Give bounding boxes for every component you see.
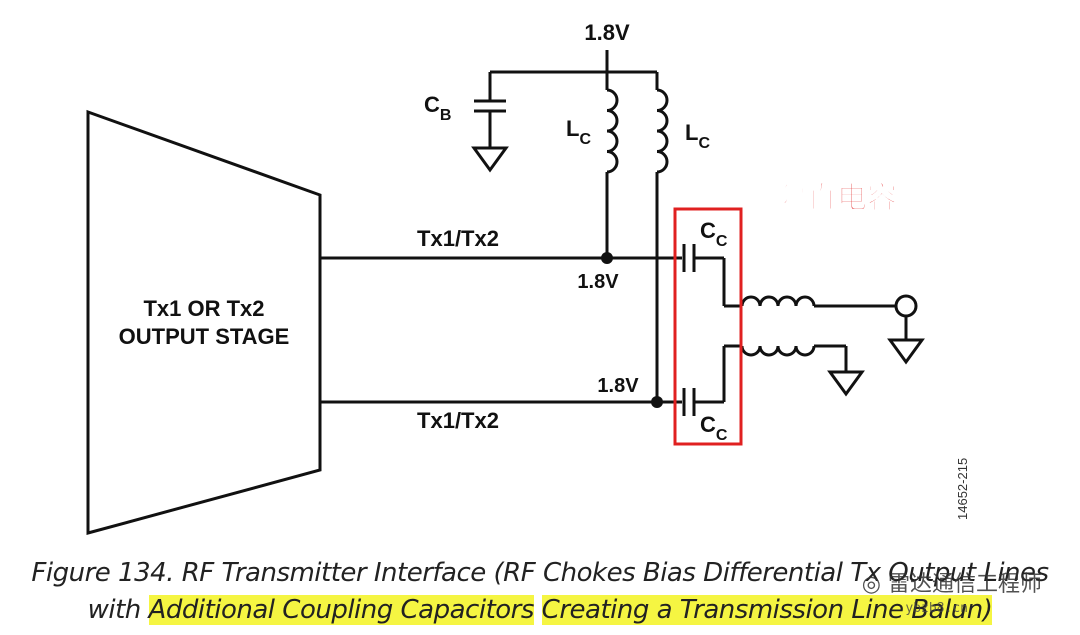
annotation-box — [673, 207, 743, 446]
annotation-dc-blocking-cap: 隔直电容 — [777, 181, 897, 216]
supply-voltage-label: 1.8V — [584, 20, 630, 45]
watermark-url: ybzb8.cn — [905, 601, 968, 616]
cc-top-label: CC — [700, 218, 728, 250]
cc-bottom-label: CC — [700, 412, 728, 444]
figure-id: 14652-215 — [955, 458, 970, 520]
caption-highlight-2: Creating a Transmission Line Balun) — [541, 595, 993, 625]
lc-left-label: LC — [566, 116, 591, 148]
junction-top — [601, 252, 613, 264]
balun-winding-bottom — [740, 345, 816, 357]
ground-connector-icon — [887, 338, 925, 365]
node-voltage-top: 1.8V — [577, 271, 619, 293]
cb-label: CB — [424, 92, 451, 124]
node-voltage-bottom: 1.8V — [597, 375, 639, 397]
ground-cb-icon — [471, 146, 509, 173]
wechat-icon: ◎ — [861, 572, 881, 597]
tx-top-label: Tx1/Tx2 — [417, 226, 499, 251]
ground-balun-icon — [827, 370, 865, 397]
watermark: ◎ 雷达通信工程师 — [861, 572, 1042, 597]
balun-winding-top — [740, 295, 816, 307]
caption-highlight-1: Additional Coupling Capacitors — [148, 595, 534, 625]
rf-transmitter-schematic: 1.8V CB LC LC CC CC Tx1/Tx2 Tx1/Tx2 1.8V… — [86, 20, 970, 535]
lc-inductor-right — [656, 88, 669, 174]
junction-bottom — [651, 396, 663, 408]
caption-line1: Figure 134. RF Transmitter Interface (RF… — [31, 558, 1049, 588]
lc-inductor-left — [606, 88, 619, 174]
output-stage-block — [86, 109, 322, 535]
stage-label-line2: OUTPUT STAGE — [119, 324, 290, 349]
lc-right-label: LC — [685, 120, 710, 152]
caption-line2: with Additional Coupling Capacitors Crea… — [87, 595, 993, 625]
rf-connector — [894, 294, 918, 318]
stage-label-line1: Tx1 OR Tx2 — [143, 296, 264, 321]
tx-bottom-label: Tx1/Tx2 — [417, 408, 499, 433]
